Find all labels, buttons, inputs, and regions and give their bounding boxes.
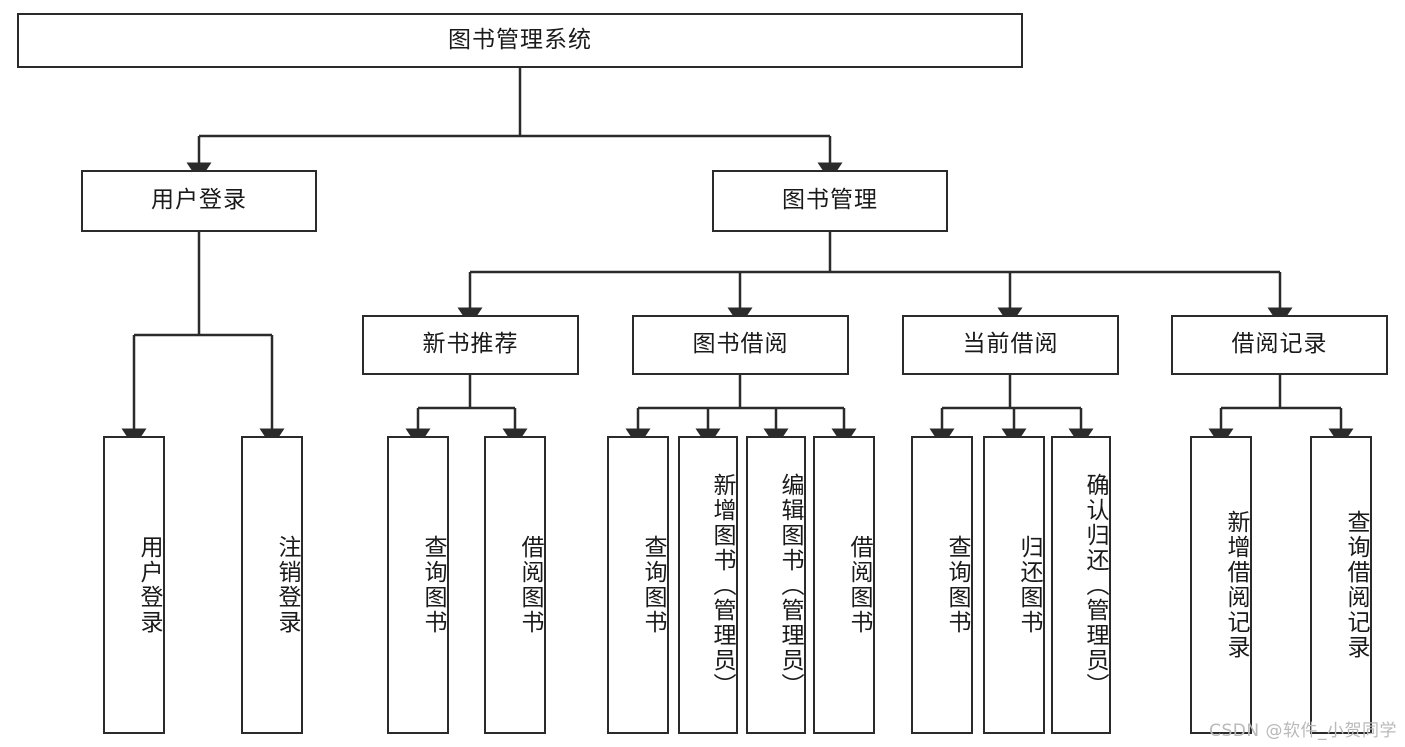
node-root-label: 图书管理系统 bbox=[448, 26, 592, 53]
leaf-query-borrow-record-label: 查询借阅记录 bbox=[1343, 510, 1369, 660]
node-root[interactable]: 图书管理系统 bbox=[17, 13, 1023, 68]
leaf-return-book[interactable]: 归还图书 bbox=[983, 436, 1045, 734]
leaf-user-login[interactable]: 用户登录 bbox=[103, 436, 165, 734]
leaf-edit-book-admin-label: 编辑图书（管理员） bbox=[777, 472, 803, 698]
node-user-login[interactable]: 用户登录 bbox=[81, 170, 317, 232]
node-book-borrow[interactable]: 图书借阅 bbox=[632, 315, 849, 375]
node-new-book-recommend-label: 新书推荐 bbox=[422, 331, 519, 358]
leaf-user-login-label: 用户登录 bbox=[136, 535, 162, 635]
leaf-add-borrow-record[interactable]: 新增借阅记录 bbox=[1190, 436, 1252, 734]
node-current-borrow-label: 当前借阅 bbox=[962, 331, 1059, 358]
leaf-query-book-borrow[interactable]: 查询图书 bbox=[607, 436, 669, 734]
leaf-borrow-book[interactable]: 借阅图书 bbox=[813, 436, 875, 734]
leaf-query-book-current[interactable]: 查询图书 bbox=[911, 436, 973, 734]
watermark: CSDN @软件_小贺同学 bbox=[1209, 721, 1397, 741]
leaf-logout-label: 注销登录 bbox=[274, 535, 300, 635]
leaf-add-borrow-record-label: 新增借阅记录 bbox=[1223, 510, 1249, 660]
leaf-edit-book-admin[interactable]: 编辑图书（管理员） bbox=[746, 436, 806, 734]
leaf-add-book-admin-label: 新增图书（管理员） bbox=[709, 472, 735, 698]
leaf-borrow-book-label: 借阅图书 bbox=[846, 535, 872, 635]
node-borrow-records-label: 借阅记录 bbox=[1231, 331, 1328, 358]
leaf-borrow-book-newbooks-label: 借阅图书 bbox=[517, 535, 543, 635]
leaf-query-book-current-label: 查询图书 bbox=[944, 535, 970, 635]
leaf-query-book-borrow-label: 查询图书 bbox=[640, 535, 666, 635]
leaf-query-book-newbooks[interactable]: 查询图书 bbox=[387, 436, 449, 734]
leaf-return-book-label: 归还图书 bbox=[1016, 535, 1042, 635]
leaf-query-borrow-record[interactable]: 查询借阅记录 bbox=[1310, 436, 1372, 734]
node-book-management[interactable]: 图书管理 bbox=[712, 170, 948, 232]
node-book-borrow-label: 图书借阅 bbox=[692, 331, 789, 358]
leaf-logout[interactable]: 注销登录 bbox=[241, 436, 303, 734]
leaf-query-book-newbooks-label: 查询图书 bbox=[420, 535, 446, 635]
leaf-confirm-return-admin[interactable]: 确认归还（管理员） bbox=[1051, 436, 1111, 734]
node-user-login-label: 用户登录 bbox=[151, 187, 247, 214]
node-borrow-records[interactable]: 借阅记录 bbox=[1171, 315, 1388, 375]
node-current-borrow[interactable]: 当前借阅 bbox=[902, 315, 1119, 375]
leaf-borrow-book-newbooks[interactable]: 借阅图书 bbox=[484, 436, 546, 734]
node-book-management-label: 图书管理 bbox=[782, 187, 878, 214]
node-new-book-recommend[interactable]: 新书推荐 bbox=[362, 315, 579, 375]
leaf-confirm-return-admin-label: 确认归还（管理员） bbox=[1082, 472, 1108, 698]
leaf-add-book-admin[interactable]: 新增图书（管理员） bbox=[678, 436, 738, 734]
